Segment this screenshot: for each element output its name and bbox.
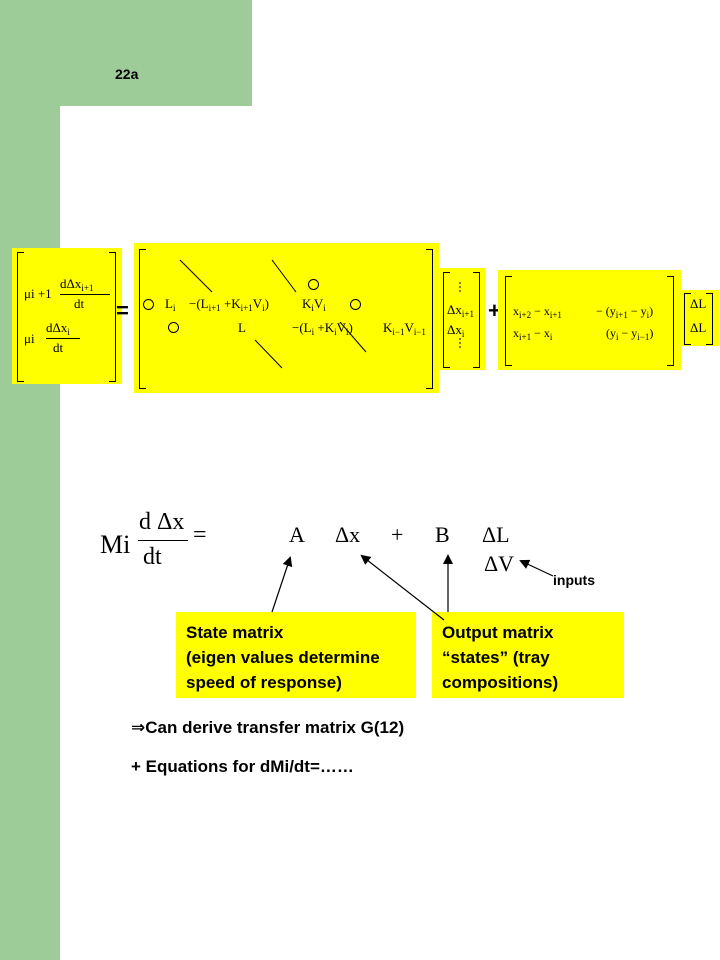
b-matrix-box xyxy=(498,270,681,370)
note-equations: + Equations for dMi/dt=…… xyxy=(131,757,354,776)
b-bracket-left xyxy=(505,276,512,366)
lhs-row2-num: dΔxi xyxy=(46,320,70,337)
lhs-row1-num: dΔxi+1 xyxy=(60,276,94,293)
a-r2-diag-term: −(Li +KiVi) xyxy=(292,320,353,337)
eq-dL: ΔL xyxy=(482,522,510,547)
state-matrix-text: State matrix (eigen values determine spe… xyxy=(186,620,380,695)
lhs-row1-coef: μi +1 xyxy=(24,286,52,301)
inputs-label: inputs xyxy=(553,572,595,588)
lhs-row1-den: dt xyxy=(74,296,85,311)
lhs-row2-fraction-bar xyxy=(46,338,80,339)
eq-equals: = xyxy=(193,522,207,548)
equals-sign: = xyxy=(116,298,129,323)
green-sidebar xyxy=(0,0,60,960)
b-bracket-right xyxy=(667,276,674,366)
implies-symbol: ⇒ xyxy=(131,718,146,737)
lhs-bracket-left xyxy=(17,252,24,382)
output-matrix-line3: compositions) xyxy=(442,673,559,692)
eq-A: A xyxy=(289,522,305,547)
a-r2-L: L xyxy=(238,320,246,335)
eq-plus: + xyxy=(391,522,404,547)
state-matrix-line3: speed of response) xyxy=(186,673,342,692)
eq-dV: ΔV xyxy=(484,551,515,576)
state-matrix-line2: (eigen values determine xyxy=(186,648,380,667)
lhs-row2-den: dt xyxy=(53,340,64,355)
x-bracket-left xyxy=(443,272,450,368)
state-matrix-box xyxy=(176,612,416,698)
zero-entry xyxy=(143,299,154,310)
u-row1: ΔL xyxy=(690,296,707,311)
x-vector-box xyxy=(440,268,485,370)
state-matrix-title: State matrix xyxy=(186,623,284,642)
eq-mi: Mi xyxy=(100,530,131,559)
lhs-row1-fraction-bar xyxy=(60,294,110,295)
b-r2c2: (yi − yi−1) xyxy=(606,326,654,342)
a-matrix-box xyxy=(134,243,439,393)
note-transfer-matrix: ⇒Can derive transfer matrix G(12) xyxy=(131,718,405,737)
b-r2c1: xi+1 − xi xyxy=(513,326,553,342)
arrow-state-matrix xyxy=(271,556,293,613)
u-row2: ΔL xyxy=(690,320,707,335)
zero-entry xyxy=(308,279,319,290)
x-bracket-right xyxy=(473,272,480,368)
zero-entry xyxy=(168,322,179,333)
a-matrix-bracket-left xyxy=(139,249,146,389)
x-row2: Δxi xyxy=(447,322,465,339)
b-r1c2: − (yi+1 − yi) xyxy=(596,304,654,320)
arrow-states xyxy=(360,554,445,621)
plus-sign: + xyxy=(488,298,501,323)
x-row1: Δxi+1 xyxy=(447,302,474,319)
lhs-bracket-right xyxy=(109,252,116,382)
diagonal-dots xyxy=(179,259,461,369)
u-bracket-left xyxy=(684,293,691,345)
slide-number: 22a xyxy=(115,66,139,82)
eq-numerator: d Δx xyxy=(139,509,185,535)
eq-fraction-bar xyxy=(138,540,188,541)
lhs-vector-box xyxy=(12,248,122,384)
arrow-inputs xyxy=(519,559,554,577)
u-bracket-right xyxy=(706,293,713,345)
eq-B: B xyxy=(435,522,450,547)
b-r1c1: xi+2 − xi+1 xyxy=(513,304,562,320)
output-matrix-title: Output matrix xyxy=(442,623,554,642)
output-matrix-line2: “states” (tray xyxy=(442,648,550,667)
lhs-row2-coef: μi xyxy=(24,331,35,346)
a-r1-L: Li xyxy=(165,296,176,313)
output-matrix-text: Output matrix “states” (tray composition… xyxy=(442,620,558,695)
a-r2-K: Ki−1Vi−1 xyxy=(383,320,426,337)
a-r1-diag-term: −(Li+1 +Ki+1Vi) xyxy=(189,296,269,313)
a-matrix-bracket-right xyxy=(426,249,433,389)
eq-dx: Δx xyxy=(335,522,361,547)
a-r1-KV: KiVi xyxy=(302,296,326,313)
zero-entry xyxy=(350,299,361,310)
green-header-block xyxy=(0,0,252,106)
output-matrix-box xyxy=(432,612,624,698)
eq-denominator: dt xyxy=(143,544,162,570)
